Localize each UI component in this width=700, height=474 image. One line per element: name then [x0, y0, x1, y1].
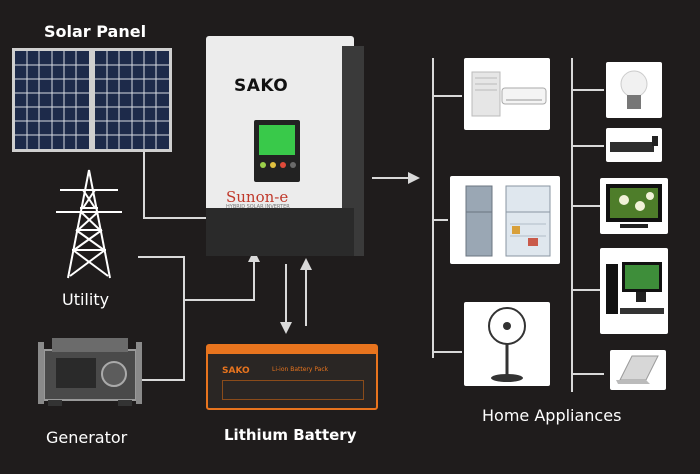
laptop-card	[610, 350, 666, 390]
inverter-display	[254, 120, 300, 182]
desktop-computer-card	[600, 248, 668, 334]
arrow-battery-down-icon	[280, 322, 292, 334]
battery-brand: SAKO	[222, 366, 250, 376]
inverter-side-fins	[342, 46, 364, 256]
air-conditioner-icon	[471, 71, 547, 117]
television-card	[600, 178, 668, 234]
wire-utility	[138, 256, 255, 301]
generator-icon	[38, 338, 142, 406]
utility-label: Utility	[62, 290, 110, 309]
laptop-icon	[616, 355, 659, 384]
arrow-loads-icon	[408, 172, 420, 184]
solar-panel-icon	[12, 48, 172, 152]
lcd-screen	[259, 125, 295, 155]
refrigerator-icon	[465, 185, 551, 257]
inverter-model: Sunon-e	[226, 188, 289, 206]
arrow-battery-up-icon	[300, 258, 312, 270]
light-bulb-icon	[620, 70, 648, 109]
wire-solar-inverter	[143, 150, 208, 219]
light-bulb-card	[606, 62, 662, 118]
generator-label: Generator	[46, 428, 128, 447]
electric-fan-card	[464, 302, 550, 386]
hybrid-inverter: SAKO Sunon-e HYBRID SOLAR INVERTER	[206, 36, 364, 256]
arrow-grid-icon	[248, 250, 260, 262]
desktop-computer-icon	[606, 262, 664, 314]
refrigerator-card	[450, 176, 560, 264]
utility-tower-icon	[56, 169, 122, 279]
air-conditioner-card	[464, 58, 550, 130]
dvd-player-card	[606, 128, 662, 162]
battery-spec: Li-ion Battery Pack	[272, 366, 329, 373]
lithium-battery-label: Lithium Battery	[224, 426, 357, 444]
inverter-base	[206, 208, 354, 256]
lithium-battery: SAKO Li-ion Battery Pack	[206, 344, 378, 410]
solar-panel-label: Solar Panel	[44, 22, 147, 41]
inverter-model-sub: HYBRID SOLAR INVERTER	[226, 204, 290, 210]
inverter-brand: SAKO	[234, 76, 289, 96]
television-icon	[606, 184, 662, 228]
electric-fan-icon	[488, 307, 526, 382]
dvd-player-icon	[610, 136, 658, 152]
home-appliances-label: Home Appliances	[482, 406, 622, 425]
wire-generator	[140, 300, 185, 381]
